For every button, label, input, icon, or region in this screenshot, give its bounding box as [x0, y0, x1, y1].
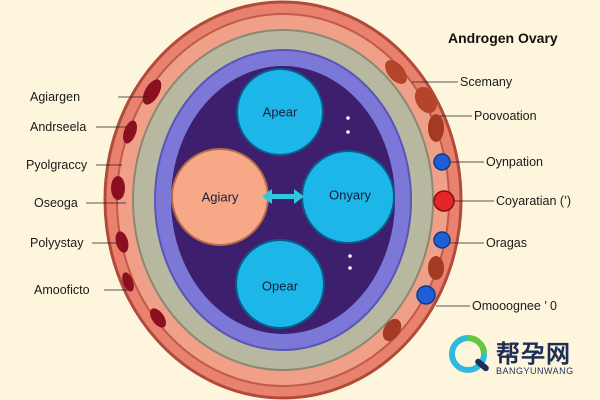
follicle-bottom-label: Opear	[261, 278, 299, 294]
left-label-6: Amooficto	[34, 283, 90, 297]
logo-chinese-text: 帮孕网	[496, 340, 571, 368]
left-label-1: Agiargen	[30, 90, 81, 104]
right-label-3: Oynpation	[486, 155, 543, 169]
vessels-left	[111, 79, 166, 328]
small-dots	[346, 116, 352, 270]
follicle-left-label: Agiary	[201, 189, 239, 205]
node-blue-2	[433, 231, 451, 249]
leader-lines-right	[412, 81, 494, 307]
logo-english-text: BANGYUNWANG	[496, 366, 574, 376]
node-blue-1	[433, 153, 451, 171]
right-label-5: Oragas	[486, 236, 527, 250]
right-label-1: Scemany	[460, 75, 513, 89]
inner-cavity	[171, 66, 395, 334]
site-logo: 帮孕网 BANGYUNWANG	[446, 330, 596, 386]
follicle-right-label: Onyary	[329, 187, 371, 203]
right-label-4: Coyaratian (’)	[496, 194, 572, 208]
q-logo-icon	[449, 335, 489, 373]
follicle-top	[236, 68, 324, 156]
left-label-4: Oseoga	[34, 196, 78, 210]
node-blue-3	[416, 285, 436, 305]
left-label-2: Andrseela	[30, 120, 87, 134]
node-red	[433, 190, 455, 212]
right-label-6: Omooognee ’ 0	[472, 299, 558, 313]
leader-lines-left	[86, 96, 148, 291]
vessels-right	[382, 60, 444, 342]
double-arrow-icon	[262, 189, 304, 204]
left-label-3: Pyolgraccy	[26, 158, 88, 172]
right-label-2: Poovoation	[474, 109, 537, 123]
left-label-5: Polyystay	[30, 236, 84, 250]
follicle-bottom	[235, 239, 325, 329]
diagram-title: Androgen Ovary	[448, 30, 558, 46]
follicle-top-label: Apear	[262, 104, 298, 120]
